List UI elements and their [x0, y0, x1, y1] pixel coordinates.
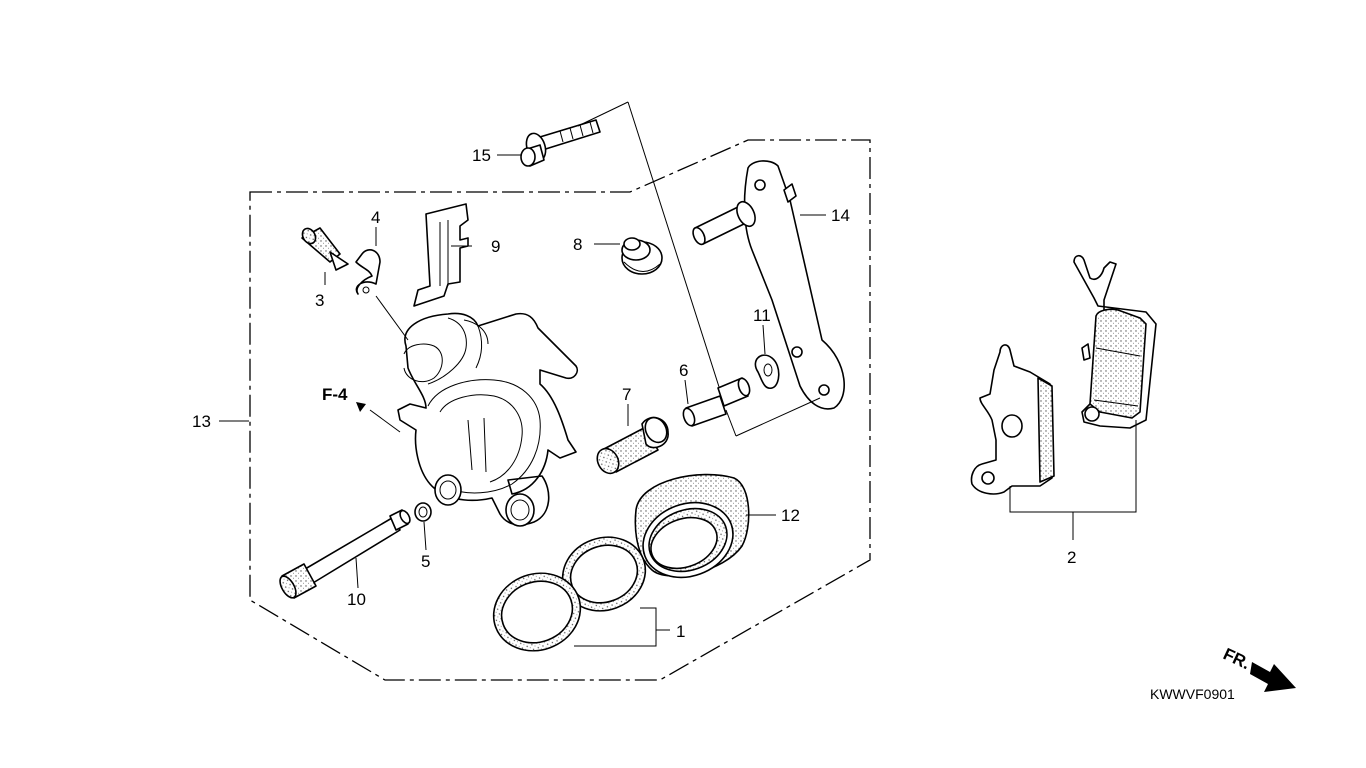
- callout-8: 8: [573, 235, 582, 254]
- callout-10: 10: [347, 590, 366, 609]
- reference-arrow: [356, 402, 366, 412]
- callout-15: 15: [472, 146, 491, 165]
- boot-11: [754, 354, 780, 390]
- assembly-boundary: [249, 139, 871, 681]
- washer-5: [414, 502, 432, 522]
- bleeder-3: [301, 227, 349, 271]
- boot-8: [621, 237, 663, 275]
- bolt-7: [596, 416, 669, 475]
- reference-label: F-4: [322, 385, 348, 404]
- brake-pad-right: [1073, 254, 1157, 429]
- callout-6: 6: [679, 361, 688, 380]
- callout-5: 5: [421, 552, 430, 571]
- callout-7: 7: [622, 385, 631, 404]
- bolt-15: [520, 119, 601, 167]
- callout-4: 4: [371, 208, 380, 227]
- brake-pad-left: [970, 344, 1055, 495]
- callout-2: 2: [1067, 548, 1076, 567]
- callout-3: 3: [315, 291, 324, 310]
- piston-12: [634, 473, 750, 579]
- spring-plate-9: [413, 203, 469, 307]
- callout-1: 1: [676, 622, 685, 641]
- front-direction-label: FR.: [1220, 644, 1253, 673]
- leader-lines: [219, 154, 1137, 647]
- callout-12: 12: [781, 506, 800, 525]
- callout-9: 9: [491, 237, 500, 256]
- bolt-path-line: [627, 101, 821, 437]
- bracket-14: [692, 160, 845, 410]
- piston-seal-1: [492, 536, 647, 652]
- pin-6: [682, 377, 751, 427]
- callout-14: 14: [831, 206, 850, 225]
- diagram-code: KWWVF0901: [1150, 686, 1235, 702]
- front-direction-arrow: [1250, 662, 1296, 692]
- callout-13: 13: [192, 412, 211, 431]
- pin-10: [279, 509, 411, 599]
- cap-4: [355, 249, 381, 295]
- caliper-body: [397, 312, 579, 527]
- callout-11: 11: [753, 306, 771, 325]
